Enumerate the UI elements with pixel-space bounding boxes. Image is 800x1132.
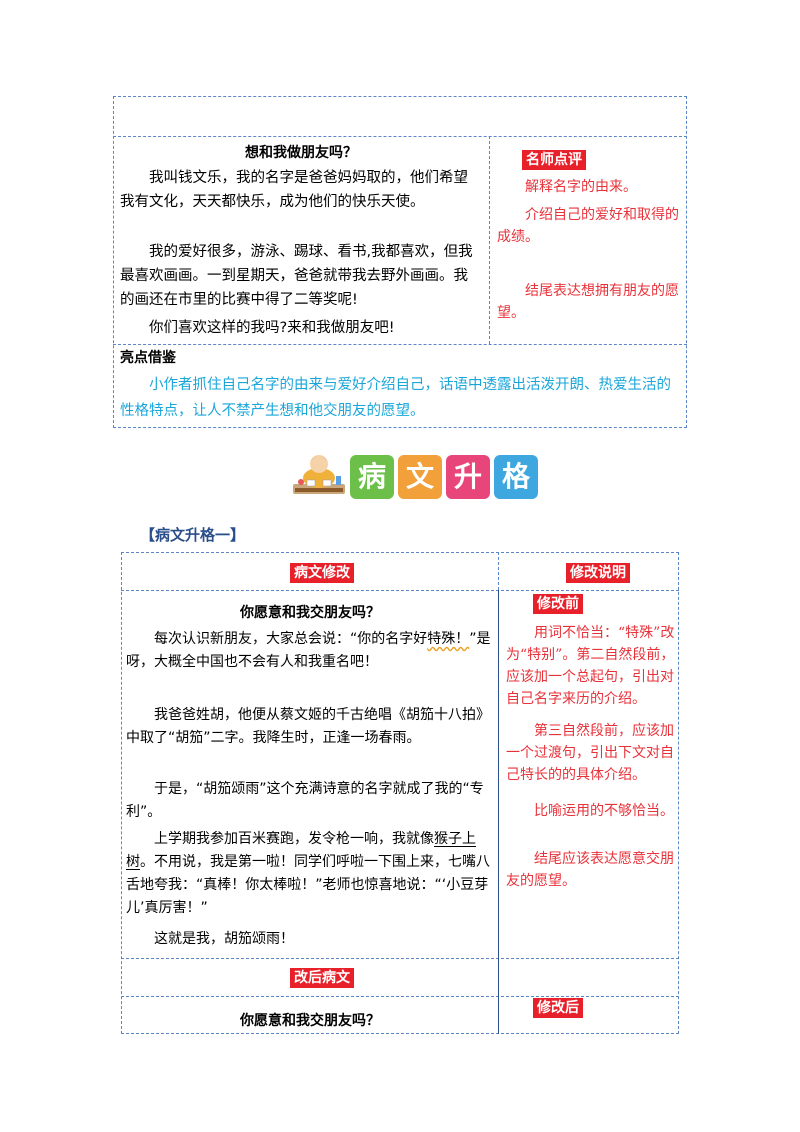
essay1-top-divider — [113, 136, 687, 137]
revision-table — [121, 552, 679, 1034]
p4-underlined-phrase: 猴子上树 — [126, 831, 476, 870]
column-tag-essay: 病文修改 — [290, 563, 354, 583]
essay1-paragraph-1: 我叫钱文乐，我的名字是爸爸妈妈取的，他们希望我有文化，天天都快乐，成为他们的快乐… — [120, 170, 468, 210]
column-tag-notes: 修改说明 — [566, 563, 630, 583]
after-tag: 修改后 — [533, 998, 583, 1018]
revision-paragraph-1: 每次认识新朋友，大家总会说：“你的名字好特殊！”是呀，大概全中国也不会有人和我重… — [126, 628, 494, 674]
revision-note-4: 结尾应该表达愿意交朋友的愿望。 — [506, 851, 674, 889]
revision-after-divider-top — [121, 958, 679, 959]
review-tag: 名师点评 — [522, 150, 586, 170]
revision-note-3: 比喻运用的不够恰当。 — [534, 803, 674, 819]
teacher-illustration — [291, 448, 347, 498]
highlight-label: 亮点借鉴 — [120, 350, 176, 366]
essay1-paragraph-2: 我的爱好很多，游泳、踢球、看书,我都喜欢，但我最喜欢画画。一到星期天，爸爸就带我… — [120, 244, 473, 308]
essay1-title: 想和我做朋友吗？ — [245, 145, 357, 161]
essay1-table — [113, 96, 687, 428]
review-comment-1: 解释名字的由来。 — [525, 179, 637, 195]
before-tag: 修改前 — [533, 594, 583, 614]
revision-note-1: 用词不恰当：“特殊”改为“特别”。第二自然段前，应该加一个总起句，引出对自己名字… — [506, 625, 675, 707]
essay1-paragraph-3: 你们喜欢这样的我吗?来和我做朋友吧! — [149, 320, 395, 336]
section-title: 【病文升格一】 — [140, 526, 246, 544]
revision-header-divider — [121, 590, 679, 591]
revision-after-divider-bottom — [121, 996, 679, 997]
banner-char-1: 病 — [350, 455, 394, 499]
p1-text-c: ”是呀，大概全中国也不会有人和我重名吧！ — [126, 631, 491, 670]
banner-char-3: 升 — [446, 455, 490, 499]
revision-essay-title: 你愿意和我交朋友吗？ — [240, 605, 380, 621]
banner-char-2: 文 — [398, 455, 442, 499]
after-label: 改后病文 — [290, 968, 354, 988]
p4-text-a: 上学期我参加百米赛跑，发令枪一响，我就像 — [154, 831, 434, 847]
p1-wavy-word: 特殊！ — [427, 631, 470, 647]
revision-column-divider-top — [498, 552, 499, 590]
revision-paragraph-5: 这就是我，胡笳颂雨！ — [154, 931, 294, 947]
p4-text-c: 。不用说，我是第一啦！同学们呼啦一下围上来，七嘴八舌地夸我：“真棒！你太棒啦！”… — [126, 854, 490, 916]
banner-char-4: 格 — [494, 455, 538, 499]
essay1-column-divider — [489, 136, 490, 344]
review-comment-2: 介绍自己的爱好和取得的成绩。 — [497, 207, 679, 245]
review-comment-3: 结尾表达想拥有朋友的愿望。 — [497, 283, 679, 321]
essay1-bottom-divider — [113, 344, 687, 345]
revision-paragraph-4: 上学期我参加百米赛跑，发令枪一响，我就像猴子上树。不用说，我是第一啦！同学们呼啦… — [126, 828, 494, 920]
after-essay-title: 你愿意和我交朋友吗？ — [240, 1013, 380, 1029]
p1-text-a: 每次认识新朋友，大家总会说：“你的名字好 — [154, 631, 428, 647]
revision-paragraph-2: 我爸爸姓胡，他便从蔡文姬的千古绝唱《胡笳十八拍》中取了“胡笳”二字。我降生时，正… — [126, 707, 490, 746]
revision-column-divider — [498, 590, 499, 1034]
revision-note-2: 第三自然段前，应该加一个过渡句，引出下文对自己特长的的具体介绍。 — [506, 723, 674, 783]
highlight-text: 小作者抓住自己名字的由来与爱好介绍自己，话语中透露出活泼开朗、热爱生活的性格特点… — [120, 377, 671, 419]
revision-paragraph-3: 于是，“胡笳颂雨”这个充满诗意的名字就成了我的“专利”。 — [126, 781, 484, 820]
